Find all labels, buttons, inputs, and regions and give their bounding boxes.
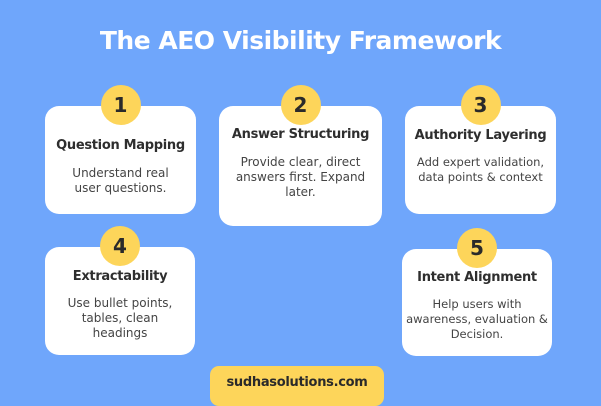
step-title: Intent Alignment [417,270,537,285]
step-title: Extractability [72,269,168,284]
step-description: Help users with awareness, evaluation & … [406,297,548,341]
step-number-badge: 2 [280,85,321,125]
step-description: Use bullet points, tables, clean heading… [67,296,173,340]
step-card-4: 4 Extractability Use bullet points, tabl… [45,226,195,355]
step-description: Provide clear, direct answers first. Exp… [235,155,366,199]
step-card-5: 5 Intent Alignment Help users with aware… [402,228,552,356]
step-number-badge: 4 [100,226,140,266]
step-card-2: 2 Answer Structuring Provide clear, dire… [219,85,382,226]
step-number-badge: 1 [100,85,141,125]
step-card-3: 3 Authority Layering Add expert validati… [405,85,556,214]
step-title: Answer Structuring [231,127,370,142]
step-title: Authority Layering [414,128,547,143]
website-footer-badge: sudhasolutions.com [210,366,384,406]
step-description: Add expert validation, data points & con… [416,155,545,184]
page-title: The AEO Visibility Framework [99,26,502,55]
step-title: Question Mapping [56,138,185,153]
step-card-1: 1 Question Mapping Understand real user … [45,85,196,214]
step-number-badge: 3 [460,85,501,125]
step-description: Understand real user questions. [72,166,169,195]
step-number-badge: 5 [457,228,497,268]
